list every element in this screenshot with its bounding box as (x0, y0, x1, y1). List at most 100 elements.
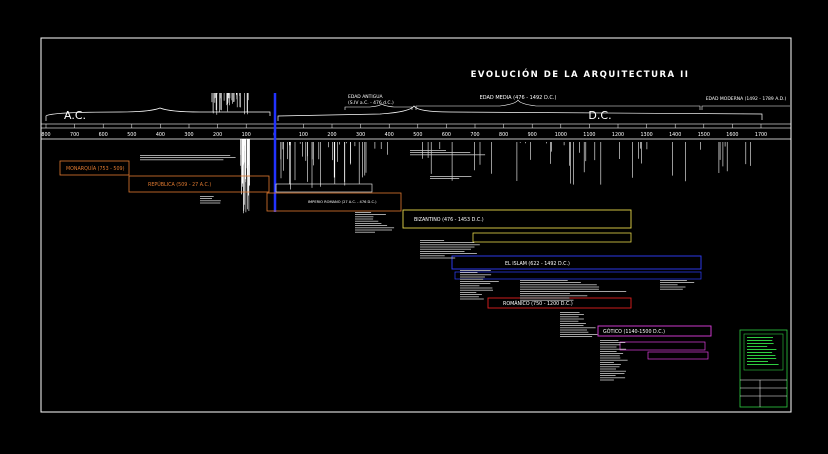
note-line (420, 240, 445, 241)
note-line (520, 284, 597, 286)
period-label-republica: REPÚBLICA (509 - 27 A.C.) (148, 181, 211, 188)
tick-label: 700 (470, 132, 479, 138)
tick-label: 800 (41, 132, 50, 138)
note-line (460, 289, 493, 291)
legend-line (747, 340, 773, 341)
tick-label: 1600 (726, 132, 738, 138)
media-brace (415, 99, 701, 110)
note-line (600, 346, 617, 348)
title-block (739, 329, 788, 408)
tick-label: 200 (327, 132, 336, 138)
note-line (600, 370, 626, 372)
note-line (460, 294, 482, 295)
note-line (355, 229, 392, 231)
note-line (600, 377, 626, 379)
note-line (420, 244, 480, 246)
legend-line (747, 343, 774, 344)
period-label-bizantino: BIZANTINO (476 - 1453 D.C.) (414, 217, 484, 223)
moderna-brace (701, 105, 790, 110)
legend-line (747, 352, 773, 353)
note-line (420, 257, 456, 259)
antigua-brace (344, 103, 413, 110)
note-line (460, 278, 484, 280)
period-box-imperio (266, 192, 402, 212)
tick-label: 1100 (583, 132, 595, 138)
note-line (200, 198, 212, 199)
note-line (355, 231, 375, 233)
legend-line (747, 364, 779, 365)
legend-line (747, 358, 777, 359)
era-bc-label: A.C. (64, 109, 86, 122)
note-line (660, 280, 687, 281)
note-line (600, 342, 626, 343)
note-line (520, 293, 570, 294)
tick-label: 600 (442, 132, 451, 138)
note-line (560, 314, 584, 315)
note-line (200, 200, 221, 202)
note-line (660, 288, 683, 290)
note-line (460, 285, 480, 287)
note-line (355, 225, 388, 226)
legend-line (747, 337, 773, 338)
note-line (200, 202, 221, 204)
note-line (600, 364, 621, 365)
era-ad-label: D.C. (588, 109, 611, 122)
note-line (600, 366, 620, 368)
note-line (600, 362, 614, 363)
period-box-republica (128, 175, 270, 193)
tick-label: 500 (127, 132, 136, 138)
note-line (520, 299, 574, 301)
note-line (560, 316, 579, 318)
tick-label: 400 (156, 132, 165, 138)
note-line (600, 357, 621, 359)
note-line (355, 220, 379, 222)
ad-brace (277, 105, 763, 121)
scale-bar (40, 123, 792, 129)
note-line (140, 157, 236, 158)
note-line (520, 288, 599, 290)
tick-label: 900 (528, 132, 537, 138)
note-line (600, 373, 625, 374)
period-label-islam: EL ISLAM (622 - 1492 D.C.) (505, 261, 570, 267)
note-line (355, 214, 386, 215)
note-line (560, 325, 584, 326)
note-line (460, 281, 499, 282)
note-line (460, 272, 478, 273)
period-box-gotico (597, 325, 712, 337)
note-line (560, 323, 586, 324)
note-line (355, 218, 374, 220)
period-box-bizantino (402, 209, 632, 229)
period-label-gotico: GÓTICO (1140-1500 D.C.) (603, 328, 665, 335)
note-line (520, 295, 588, 297)
note-line (660, 282, 695, 283)
note-line (520, 286, 600, 288)
imperio-header-box (275, 183, 373, 193)
tick-label: 800 (499, 132, 508, 138)
note-line (355, 216, 374, 218)
note-line (460, 274, 492, 276)
drawing-title: EVOLUCIÓN DE LA ARQUITECTURA II (471, 68, 690, 80)
period-subbox-gotico (619, 341, 706, 351)
note-line (140, 155, 231, 156)
note-line (420, 251, 465, 252)
period-label-monarquia: MONARQUÍA (753 - 509) (66, 165, 125, 172)
note-line (520, 291, 627, 292)
legend-line (747, 349, 777, 350)
note-line (600, 379, 614, 381)
note-line (520, 280, 568, 281)
note-line (560, 331, 589, 333)
note-line (600, 344, 621, 346)
tick-label: 1500 (698, 132, 710, 138)
legend-line (747, 346, 768, 347)
note-line (420, 255, 445, 257)
note-line (520, 297, 570, 299)
tick-labels: 8007006005004003002001000100200300400500… (41, 124, 767, 138)
period-subbox-islam (454, 271, 702, 280)
tick-label: 300 (184, 132, 193, 138)
age-media-label: EDAD MEDIA (476 - 1492 D.C.) (480, 95, 557, 101)
period-label-imperio: IMPERIO ROMANO (27 A.C. - 476 D.C.) (308, 200, 377, 204)
legend-line (747, 355, 776, 356)
note-line (600, 355, 620, 357)
